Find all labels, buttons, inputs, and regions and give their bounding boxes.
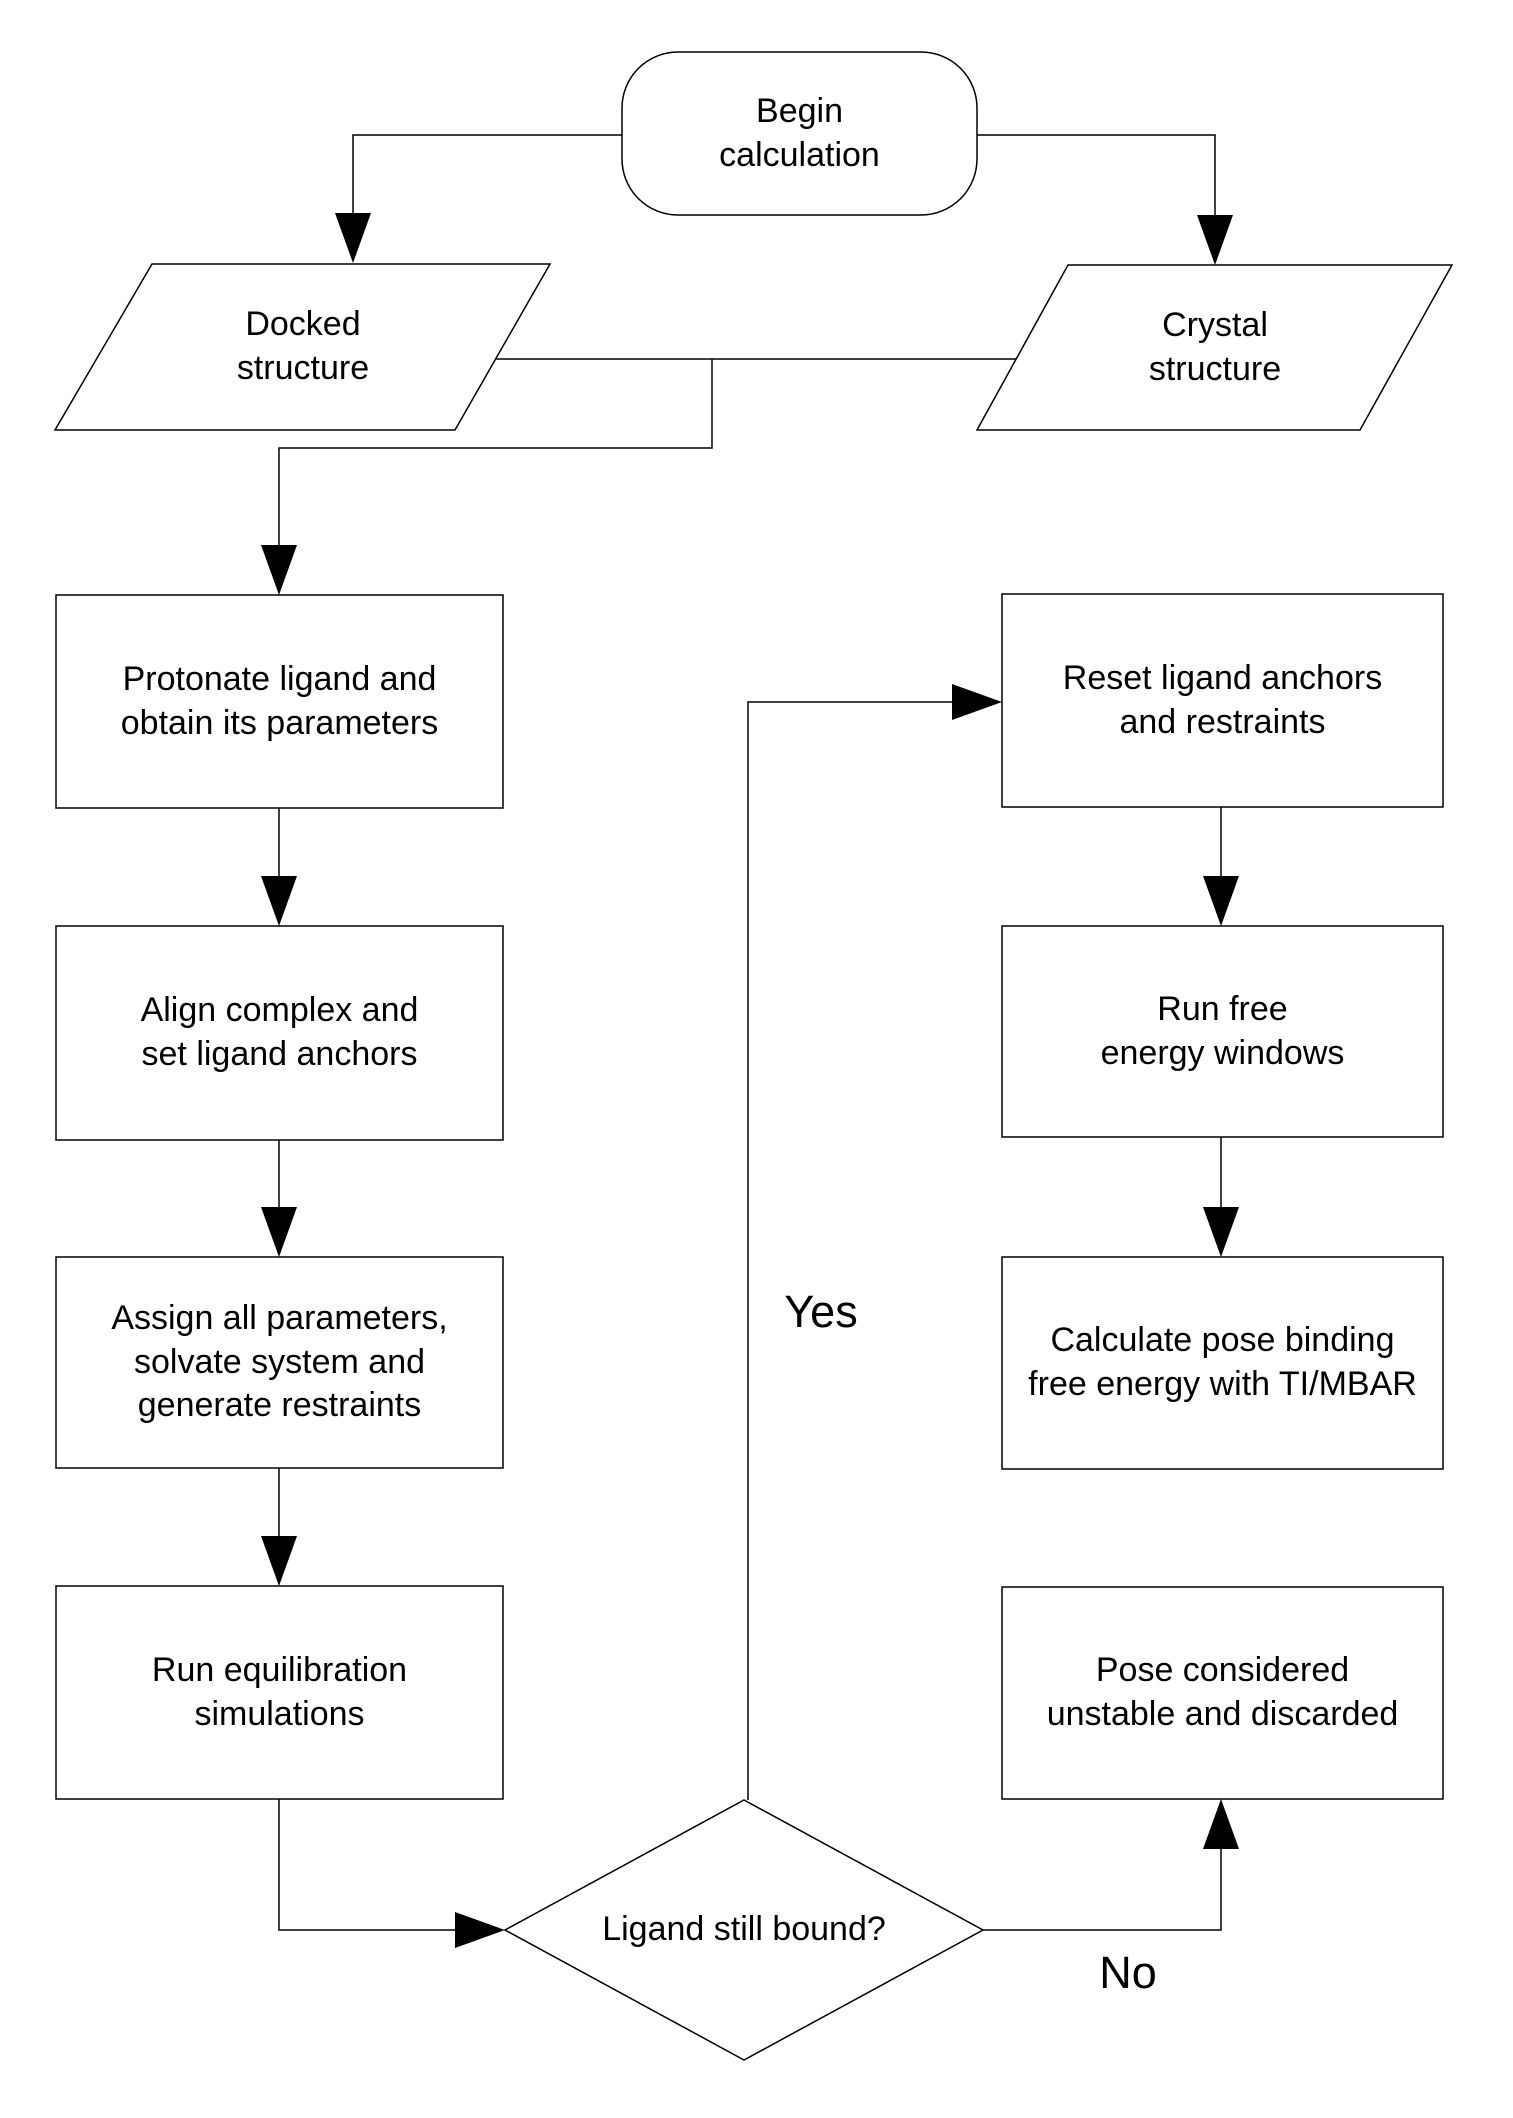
windows-box-outline bbox=[1001, 925, 1444, 1138]
arrowhead-into-reset bbox=[952, 684, 1002, 720]
decision-diamond-outline bbox=[503, 1799, 985, 2061]
arrowhead-into-discard bbox=[1203, 1799, 1239, 1849]
protonate-box-outline bbox=[55, 594, 504, 809]
discard-box-outline bbox=[1001, 1586, 1444, 1800]
no-edge-label: No bbox=[1099, 1947, 1157, 1998]
arrowhead-into-docked bbox=[335, 213, 371, 263]
arrowhead-into-calculate bbox=[1203, 1207, 1239, 1257]
equilibration-box-outline bbox=[55, 1585, 504, 1800]
edge-begin-to-docked bbox=[352, 134, 622, 216]
yes-edge-label: Yes bbox=[784, 1286, 858, 1337]
edge-decision-no-to-discard bbox=[983, 1846, 1222, 1931]
edge-begin-to-crystal bbox=[977, 134, 1216, 218]
edge-equilibration-to-decision bbox=[278, 1799, 458, 1931]
arrowhead-into-assign bbox=[261, 1207, 297, 1257]
arrowhead-into-protonate bbox=[261, 545, 297, 595]
begin-node-outline bbox=[621, 51, 978, 216]
arrowhead-into-crystal bbox=[1197, 215, 1233, 265]
align-box-outline bbox=[55, 925, 504, 1141]
edge-bridge-to-protonate bbox=[278, 359, 713, 548]
docked-structure-outline bbox=[53, 263, 552, 431]
assign-box-outline bbox=[55, 1256, 504, 1469]
calculate-box-outline bbox=[1001, 1256, 1444, 1470]
reset-box-outline bbox=[1001, 593, 1444, 808]
edge-decision-yes-to-reset bbox=[747, 701, 955, 1800]
arrowhead-into-decision bbox=[455, 1912, 505, 1948]
crystal-structure-outline bbox=[975, 264, 1454, 431]
arrowhead-into-align bbox=[261, 876, 297, 926]
arrowhead-into-windows bbox=[1203, 876, 1239, 926]
arrowhead-into-equilibration bbox=[261, 1536, 297, 1586]
